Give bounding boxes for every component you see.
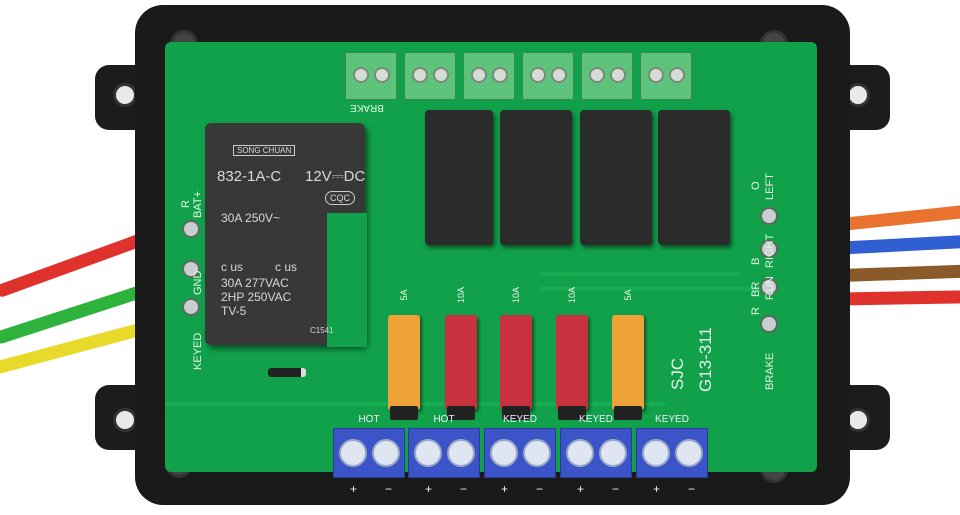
label-bat: BAT+ <box>192 190 204 218</box>
relay-code: C1541 <box>310 326 334 335</box>
label-left: LEFT <box>764 173 776 200</box>
minus-label: − <box>460 482 468 496</box>
wire-screw[interactable] <box>760 315 778 333</box>
wire-screw[interactable] <box>760 240 778 258</box>
relay-small <box>658 110 730 245</box>
fuse-rating: 5A <box>623 289 633 301</box>
relay-small <box>425 110 493 245</box>
relay-rating-1: 30A 250V~ <box>221 211 281 225</box>
terminal-block-keyed[interactable] <box>484 428 556 478</box>
relay-rating-3: 2HP 250VAC <box>221 290 292 304</box>
terminal-block-keyed[interactable] <box>560 428 632 478</box>
wire-screw[interactable] <box>760 278 778 296</box>
terminal-label: KEYED <box>503 414 537 425</box>
terminal-block-green[interactable] <box>522 52 574 100</box>
relay-coil: 12V⎓DC <box>305 168 366 185</box>
terminal-block-hot[interactable] <box>408 428 480 478</box>
fuse-10a[interactable] <box>556 315 588 420</box>
relay-ul-right: c us <box>275 260 298 274</box>
terminal-block-green[interactable] <box>463 52 515 100</box>
minus-label: − <box>688 482 696 496</box>
terminal-block-green[interactable] <box>640 52 692 100</box>
wire-letter: R <box>750 307 762 315</box>
relay-cqc: CQC <box>325 191 355 205</box>
fuse-rating: 5A <box>399 289 409 301</box>
label-keyed: KEYED <box>192 332 204 370</box>
terminal-block-green[interactable] <box>581 52 633 100</box>
relay-small <box>500 110 572 245</box>
terminal-label: HOT <box>358 414 380 425</box>
wire-screw[interactable] <box>760 207 778 225</box>
fuse-10a[interactable] <box>445 315 477 420</box>
plus-label: + <box>653 482 661 496</box>
main-relay: SONG CHUAN 832-1A-C 12V⎓DC CQC 30A 250V~… <box>205 123 367 347</box>
wire-letter: O <box>750 181 762 190</box>
board-id-line2: G13-311 <box>696 327 715 392</box>
wire-letter: BR <box>750 281 762 297</box>
relay-rating-2: 30A 277VAC <box>221 276 289 290</box>
diode <box>268 368 306 377</box>
plus-label: + <box>350 482 358 496</box>
label-run: RUN <box>764 276 776 300</box>
terminal-block-hot[interactable] <box>333 428 405 478</box>
wire-letter: R <box>180 200 192 208</box>
fuse-10a[interactable] <box>500 315 532 420</box>
relay-ul-left: c us <box>221 260 244 274</box>
minus-label: − <box>612 482 620 496</box>
top-label: BRAKE <box>350 102 384 113</box>
fuse-rating: 10A <box>567 287 577 304</box>
terminal-label: KEYED <box>655 414 689 425</box>
minus-label: − <box>536 482 544 496</box>
terminal-block-green[interactable] <box>404 52 456 100</box>
label-gnd: GND <box>192 270 204 295</box>
relay-model: 832-1A-C <box>217 168 282 185</box>
fuse-5a[interactable] <box>612 315 644 420</box>
mount-hole <box>113 408 137 432</box>
label-brake: BRAKE <box>764 352 776 390</box>
mount-hole <box>113 83 137 107</box>
wire-screw[interactable] <box>182 220 200 238</box>
board-id-line1: SJC <box>668 357 687 390</box>
fuse-5a[interactable] <box>388 315 420 420</box>
wire-screw[interactable] <box>182 298 200 316</box>
fuse-rating: 10A <box>456 287 466 304</box>
plus-label: + <box>425 482 433 496</box>
terminal-block-keyed[interactable] <box>636 428 708 478</box>
label-right: RIGHT <box>764 233 776 268</box>
relay-small <box>580 110 652 245</box>
terminal-label: KEYED <box>579 414 613 425</box>
fuse-rating: 10A <box>511 287 521 304</box>
wire-letter: B <box>750 257 762 265</box>
terminal-block-green[interactable] <box>345 52 397 100</box>
relay-brand: SONG CHUAN <box>233 145 296 156</box>
terminal-label: HOT <box>433 414 455 425</box>
minus-label: − <box>385 482 393 496</box>
wire-screw[interactable] <box>182 260 200 278</box>
plus-label: + <box>501 482 509 496</box>
plus-label: + <box>577 482 585 496</box>
relay-rating-4: TV-5 <box>221 304 247 318</box>
